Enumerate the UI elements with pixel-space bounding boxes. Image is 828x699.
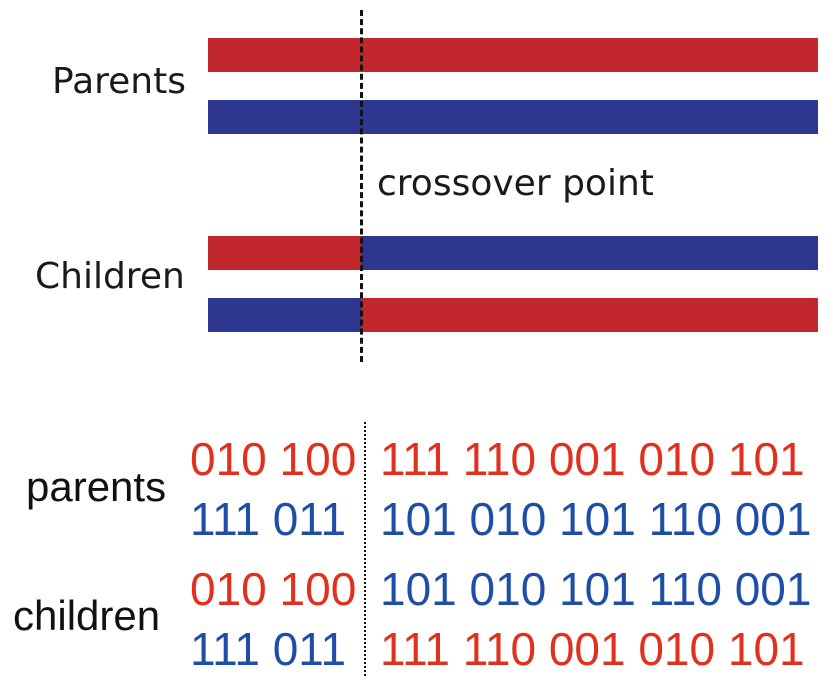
crossover-line-bottom (364, 422, 366, 676)
parent2-bits-left: 111 011 (190, 493, 347, 545)
parent2-bar (208, 100, 818, 134)
parent2-bits-right: 101 010 101 110 001 (380, 493, 812, 545)
bits-parents-label: parents (26, 463, 167, 510)
bits-children-label: children (13, 592, 161, 639)
parent1-bits-left: 010 100 (190, 433, 357, 485)
parent1-bar (208, 38, 818, 72)
child2-bar-right (361, 298, 818, 332)
child1-bits-left: 010 100 (190, 563, 357, 615)
child2-bits-left: 111 011 (190, 623, 347, 675)
child1-bar-right (361, 236, 818, 270)
parent1-bits-right: 111 110 001 010 101 (380, 433, 805, 485)
child1-bits-right: 101 010 101 110 001 (380, 563, 812, 615)
child1-bar-left (208, 236, 361, 270)
children-label: Children (35, 256, 185, 297)
crossover-line-top (360, 10, 363, 362)
child2-bar-left (208, 298, 361, 332)
parents-label: Parents (52, 61, 186, 102)
child2-bits-right: 111 110 001 010 101 (380, 623, 805, 675)
crossover-point-label: crossover point (377, 163, 654, 204)
